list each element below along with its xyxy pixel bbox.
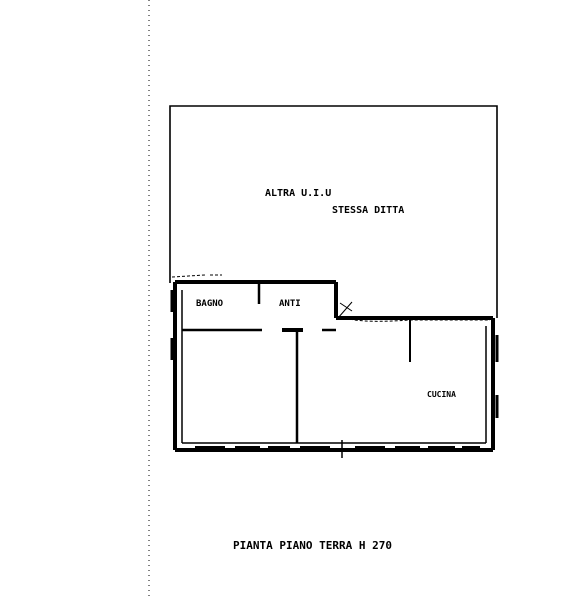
upper-area-dashed-boundary (171, 274, 490, 322)
door-swing (337, 301, 353, 319)
plan-caption: PIANTA PIANO TERRA H 270 (233, 539, 392, 552)
room-label-anti: ANTI (279, 299, 301, 309)
inner-wall-lines (181, 290, 487, 444)
room-label-bath: BAGNO (196, 299, 224, 309)
outer-walls (173, 280, 495, 452)
upper-area-outline (169, 105, 498, 318)
partitions (182, 282, 411, 443)
upper-area-label-line2: STESSA DITTA (332, 205, 404, 216)
room-label-kitchen: CUCINA (427, 390, 456, 399)
upper-area-label-line1: ALTRA U.I.U (265, 188, 331, 199)
